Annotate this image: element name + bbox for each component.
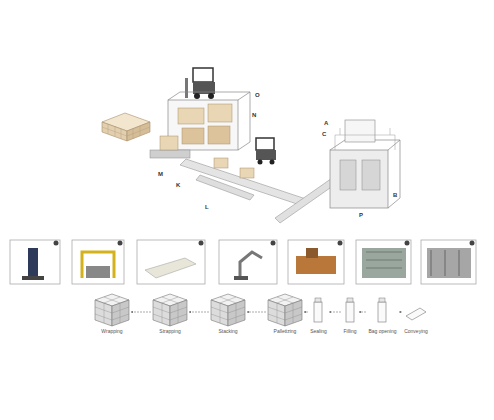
process-step: Wrapping bbox=[94, 292, 130, 334]
step-caption: Strapping bbox=[152, 328, 188, 334]
process-step: Strapping bbox=[152, 292, 188, 334]
flow-arrow bbox=[131, 312, 151, 313]
step-caption: Bag opening bbox=[367, 328, 398, 334]
step-caption: Filling bbox=[342, 328, 358, 334]
process-step: Bag opening bbox=[367, 292, 398, 334]
step-caption: Conveying bbox=[403, 328, 429, 334]
flow-arrow bbox=[304, 312, 308, 313]
callout-letter: K bbox=[175, 182, 181, 189]
flow-arrow bbox=[329, 312, 341, 313]
callout-letter: B bbox=[392, 192, 398, 199]
callout-letter: N bbox=[251, 112, 257, 119]
process-step: Palletizing bbox=[267, 292, 303, 334]
callout-letter: O bbox=[254, 92, 261, 99]
flow-arrow bbox=[247, 312, 266, 313]
step-caption: Stacking bbox=[210, 328, 246, 334]
callout-letter: L bbox=[204, 204, 210, 211]
callout-letter: P bbox=[358, 212, 364, 219]
process-step: Filling bbox=[342, 292, 358, 334]
callout-letter: A bbox=[323, 120, 329, 127]
callout-letter: C bbox=[321, 131, 327, 138]
process-step: Sealing bbox=[309, 292, 328, 334]
flow-arrow bbox=[189, 312, 209, 313]
callout-letter: M bbox=[157, 171, 164, 178]
process-step: Conveying bbox=[403, 292, 429, 334]
flow-arrow bbox=[359, 312, 366, 313]
step-caption: Palletizing bbox=[267, 328, 303, 334]
step-caption: Sealing bbox=[309, 328, 328, 334]
process-step: Stacking bbox=[210, 292, 246, 334]
step-caption: Wrapping bbox=[94, 328, 130, 334]
flow-arrow bbox=[399, 312, 402, 313]
